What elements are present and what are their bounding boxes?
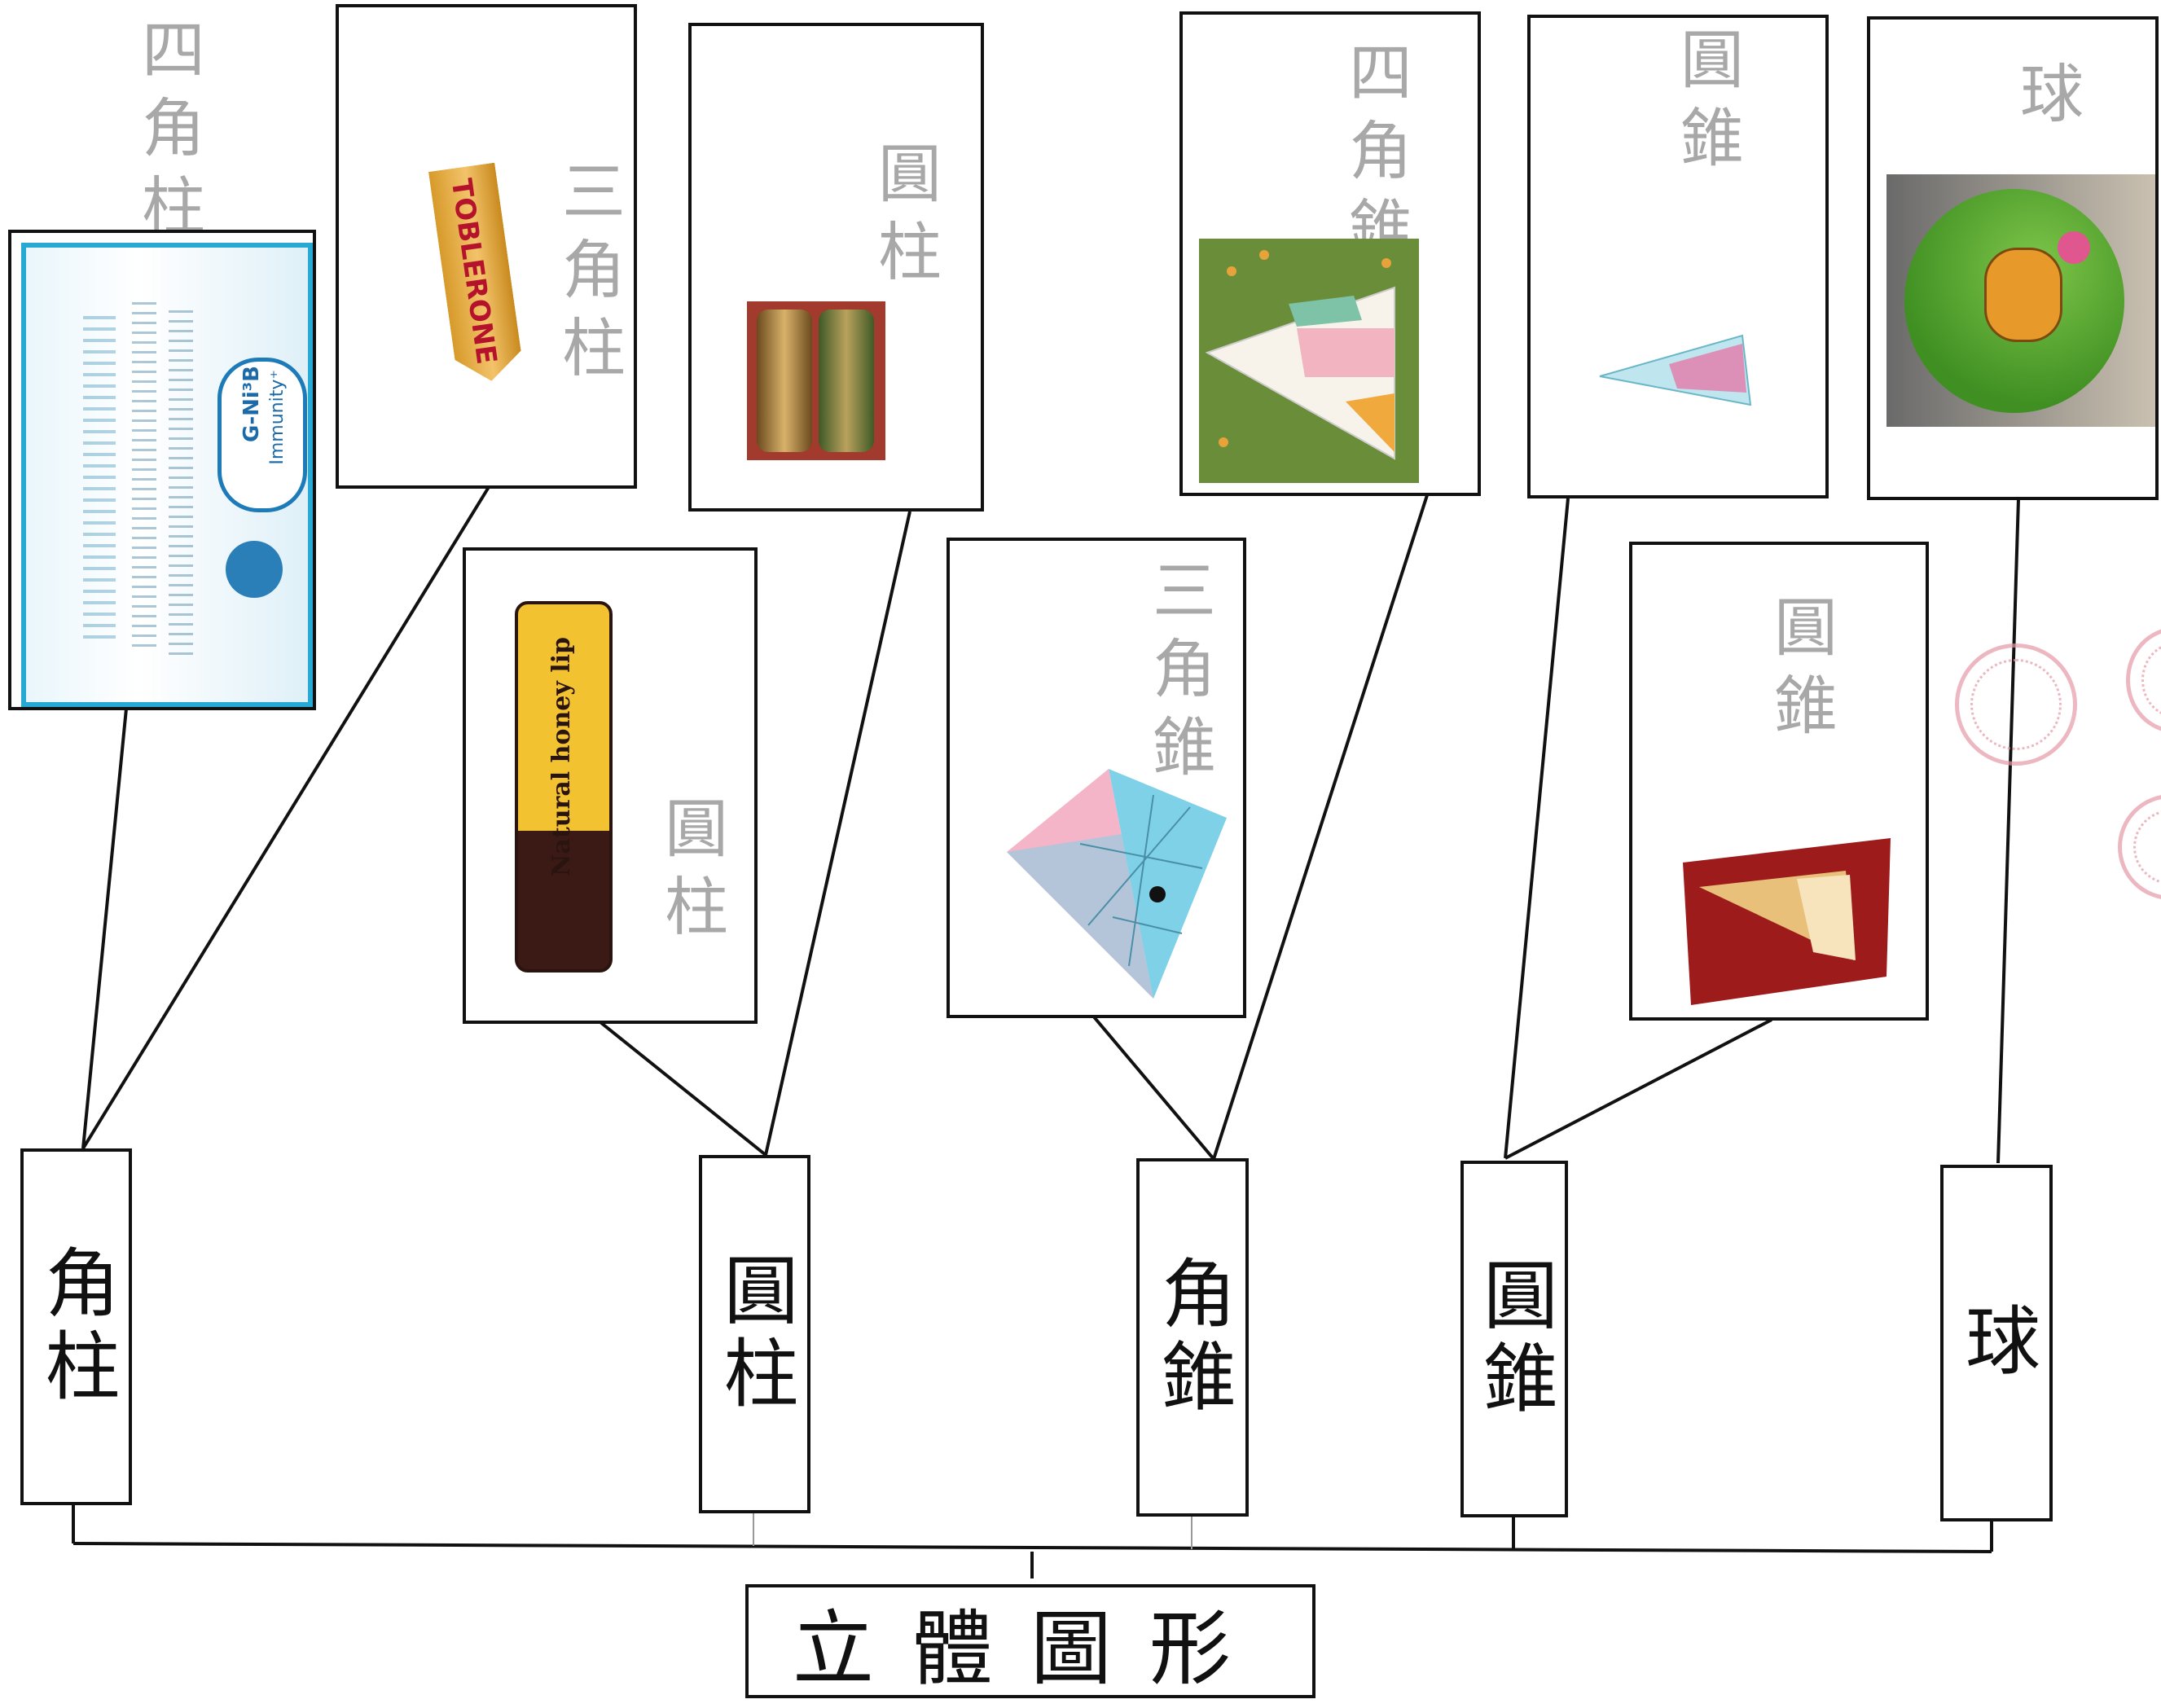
- category-label-cylinder: 圓柱: [711, 1251, 798, 1417]
- handwritten-label-square-prism: 四角柱: [131, 16, 204, 251]
- lip-balm-icon: Natural honey lip: [515, 601, 613, 973]
- example-card-pyraminx: 三角錐: [947, 538, 1246, 1018]
- example-card-tea-box: G-Ni³B Immunity⁺: [8, 230, 316, 710]
- paper-cone-icon: [1683, 838, 1891, 1005]
- link-sphere: [1996, 498, 2020, 1164]
- pyraminx-icon: [1007, 769, 1227, 999]
- lip-balm-brand: Natural honey lip: [547, 637, 576, 876]
- tent-icon: [1199, 239, 1419, 483]
- root-box: 立體圖形: [745, 1584, 1315, 1698]
- toblerone-icon: TOBLERONE: [428, 163, 525, 386]
- link-pyr-1: [1090, 1012, 1215, 1161]
- link-prism-2: [81, 485, 490, 1150]
- link-pyr-2: [1212, 494, 1429, 1160]
- example-card-lip-balm: Natural honey lip 圓柱: [463, 547, 758, 1024]
- link-cyl-2: [764, 511, 911, 1156]
- tea-box-brand: G-Ni³B: [239, 366, 264, 443]
- category-label-cone: 圓錐: [1470, 1256, 1558, 1422]
- tea-box-subtitle: Immunity⁺: [267, 370, 288, 465]
- cans-icon: [747, 301, 885, 460]
- example-card-cans: 圓柱: [688, 23, 984, 512]
- handwritten-label-cone-2: 圓錐: [1763, 594, 1837, 750]
- root-bus: [72, 1542, 1992, 1553]
- category-label-prism: 角柱: [33, 1244, 120, 1410]
- category-box-sphere: 球: [1940, 1165, 2053, 1521]
- link-cyl-1: [599, 1021, 767, 1157]
- category-box-cone: 圓錐: [1460, 1161, 1568, 1517]
- example-card-tent: 四角錐: [1179, 11, 1481, 496]
- example-card-paper-cone: 圓錐: [1629, 542, 1929, 1021]
- toblerone-brand: TOBLERONE: [444, 176, 503, 367]
- category-label-pyramid: 角錐: [1149, 1254, 1236, 1420]
- handwritten-label-sphere: 球: [2009, 60, 2083, 138]
- seal-stamp-1: [1955, 643, 2077, 766]
- cone-ice-cream-icon: [1599, 334, 1752, 406]
- handwritten-label-triangular-prism: 三角柱: [551, 158, 625, 393]
- link-cone-2: [1504, 498, 1570, 1159]
- category-label-sphere: 球: [1952, 1302, 2040, 1385]
- root-label: 立體圖形: [793, 1600, 1268, 1697]
- link-prism-1: [81, 708, 128, 1149]
- handwritten-label-cylinder-2: 圓柱: [867, 140, 941, 296]
- handwritten-label-cylinder-1: 圓柱: [654, 795, 727, 951]
- example-card-ice-cream-cone: 圓錐: [1527, 15, 1829, 498]
- link-cone-1: [1504, 1018, 1772, 1160]
- example-card-ball: 球: [1867, 16, 2159, 500]
- example-card-toblerone: 三角柱 TOBLERONE: [336, 4, 637, 489]
- category-box-prism: 角柱: [20, 1148, 132, 1505]
- category-box-pyramid: 角錐: [1136, 1158, 1249, 1517]
- handwritten-label-triangular-pyramid: 三角錐: [1142, 557, 1215, 792]
- handwritten-label-cone-1: 圓錐: [1670, 26, 1743, 182]
- handwritten-label-square-pyramid: 四角錐: [1338, 39, 1412, 274]
- tea-box-icon: G-Ni³B Immunity⁺: [21, 243, 313, 707]
- ball-icon: [1886, 174, 2155, 427]
- category-box-cylinder: 圓柱: [699, 1155, 810, 1513]
